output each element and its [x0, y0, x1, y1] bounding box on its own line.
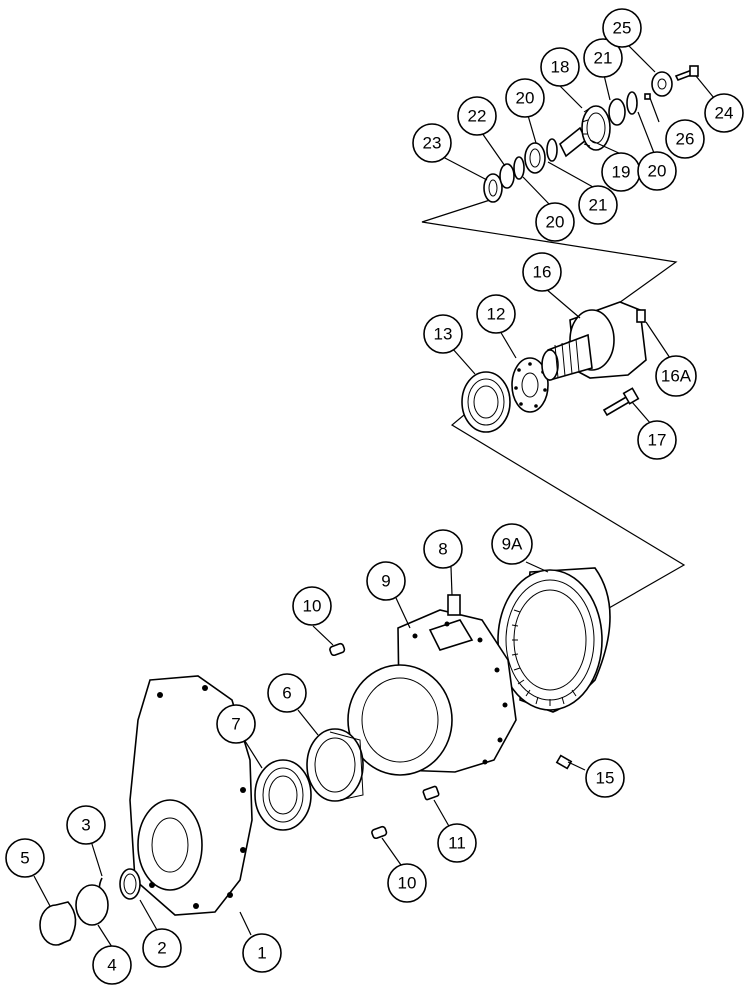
- callout-6: 6: [267, 673, 307, 713]
- callout-6-label: 6: [282, 684, 291, 703]
- callout-20-right: 20: [637, 151, 677, 191]
- callout-7: 7: [216, 704, 256, 744]
- callout-16: 16: [522, 252, 562, 292]
- callout-16a: 16A: [655, 355, 697, 397]
- callout-11: 11: [437, 823, 477, 863]
- callout-3: 3: [66, 805, 106, 845]
- callout-15: 15: [585, 758, 625, 798]
- callout-12-label: 12: [487, 305, 506, 324]
- callout-24-label: 24: [715, 104, 734, 123]
- callout-11-label: 11: [448, 834, 466, 853]
- callout-21-bottom: 21: [578, 185, 618, 225]
- planet-gear-stack: [483, 65, 699, 203]
- plug-15: [555, 754, 573, 770]
- callout-23-label: 23: [423, 134, 442, 153]
- ring-gear-9a: [497, 567, 611, 713]
- callout-15-label: 15: [596, 769, 615, 788]
- callout-23: 23: [412, 123, 452, 163]
- callout-1: 1: [242, 933, 282, 973]
- callout-22-label: 22: [468, 107, 487, 126]
- needle-bearing-21b: [608, 98, 626, 126]
- callout-21-top: 21: [583, 38, 623, 78]
- callout-17-label: 17: [648, 431, 667, 450]
- callout-10-upper-label: 10: [303, 597, 322, 616]
- callout-19-label: 19: [612, 163, 631, 182]
- callout-9-label: 9: [381, 572, 390, 591]
- planet-carrier-group: [461, 301, 647, 433]
- callout-18-label: 18: [551, 58, 570, 77]
- snap-ring-2: [119, 868, 141, 900]
- dowel-10b: [371, 825, 388, 840]
- callout-20-bottom: 20: [535, 202, 575, 242]
- callout-10-upper: 10: [292, 586, 332, 626]
- callout-20-top-label: 20: [516, 89, 535, 108]
- callout-20-bottom-label: 20: [546, 213, 565, 232]
- callout-25-label: 25: [613, 19, 632, 38]
- callout-26-label: 26: [676, 130, 695, 149]
- callout-22: 22: [457, 96, 497, 136]
- callout-8-label: 8: [438, 540, 447, 559]
- pin-26: [644, 93, 651, 100]
- callout-9a-label: 9A: [502, 535, 523, 554]
- snap-ring-20a: [513, 156, 525, 180]
- callout-9: 9: [366, 561, 406, 601]
- front-small-parts: [39, 868, 141, 946]
- callout-5: 5: [5, 838, 45, 878]
- callout-12: 12: [476, 294, 516, 334]
- callout-10-lower: 10: [387, 863, 427, 903]
- callout-4: 4: [92, 945, 132, 985]
- thrust-washer-23: [483, 173, 503, 203]
- assembly-group-lines: [421, 199, 686, 613]
- callout-24: 24: [704, 93, 744, 133]
- callout-8: 8: [423, 529, 463, 569]
- callout-13: 13: [423, 314, 463, 354]
- bearing-6: [306, 728, 364, 802]
- callout-20-top: 20: [505, 78, 545, 118]
- snap-ring-20b: [546, 138, 558, 162]
- callout-4-label: 4: [107, 956, 116, 975]
- callout-18: 18: [540, 47, 580, 87]
- callout-2: 2: [142, 928, 182, 968]
- bearing-13: [461, 371, 511, 433]
- washer-22: [499, 163, 515, 189]
- hub-housing-9: [329, 594, 573, 840]
- leader-lines: [33, 41, 715, 948]
- callout-7-label: 7: [231, 715, 240, 734]
- callout-20-right-label: 20: [648, 162, 667, 181]
- callout-5-label: 5: [20, 849, 29, 868]
- bolt-11: [422, 785, 440, 801]
- snap-ring-20c: [626, 91, 638, 115]
- needle-bearing-21a: [524, 142, 546, 174]
- planet-gear-18: [581, 105, 611, 151]
- callout-10-lower-label: 10: [398, 874, 417, 893]
- callout-1-label: 1: [257, 944, 266, 963]
- seal-7: [254, 759, 312, 831]
- callout-9a: 9A: [491, 523, 533, 565]
- thrust-plate-12: [511, 357, 549, 413]
- callout-26: 26: [665, 119, 705, 159]
- callout-25: 25: [602, 8, 642, 48]
- o-ring-4: [75, 884, 109, 926]
- dowel-10a: [329, 642, 346, 657]
- callout-16-label: 16: [533, 263, 552, 282]
- retainer-plate-25: [651, 71, 673, 97]
- callout-21-bottom-label: 21: [589, 196, 608, 215]
- plug-8: [447, 594, 461, 616]
- bolt-16a: [636, 309, 646, 323]
- callout-3-label: 3: [81, 816, 90, 835]
- callout-21-top-label: 21: [594, 49, 613, 68]
- callout-16a-label: 16A: [661, 367, 692, 386]
- callout-19: 19: [601, 152, 641, 192]
- callout-17: 17: [637, 420, 677, 460]
- callout-2-label: 2: [157, 939, 166, 958]
- callout-13-label: 13: [434, 325, 453, 344]
